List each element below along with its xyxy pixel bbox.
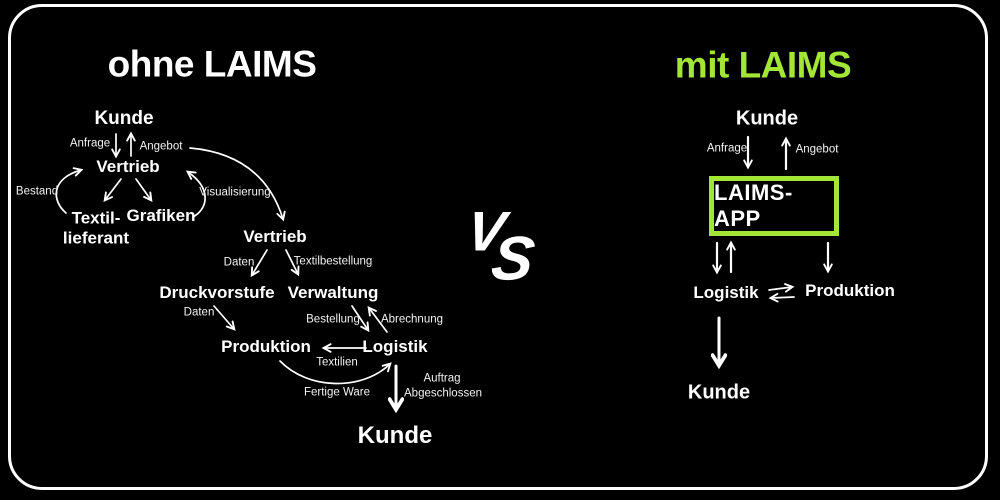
arrow-vertrieb2-to-druckvorstufe — [250, 249, 268, 278]
edge-label-textilien: Textilien — [316, 356, 358, 369]
edge-label-bestellung: Bestellung — [306, 313, 360, 326]
node-grafiken: Grafiken — [126, 206, 196, 226]
edge-label-bestand: Bestand — [15, 185, 59, 198]
laims-app-box: LAIMS-APP — [709, 176, 839, 236]
node-produktion-left: Produktion — [221, 337, 311, 357]
edge-label-auftrag-line1: Auftrag — [423, 372, 461, 385]
edge-label-anfrage-right: Anfrage — [706, 142, 748, 155]
edge-label-auftrag-line2: Abgeschlossen — [404, 387, 482, 400]
node-vertrieb-1: Vertrieb — [96, 157, 160, 177]
left-title: ohne LAIMS — [107, 43, 317, 85]
arrow-produktion-to-logistik-right — [768, 292, 795, 303]
arrow-angebot-to-vertrieb2 — [189, 147, 286, 222]
edge-label-textilbestellung: Textilbestellung — [293, 255, 373, 268]
arrow-fertige-ware-arc — [279, 360, 392, 385]
node-textillieferant-line1: Textil- — [71, 208, 121, 228]
edge-label-anfrage-left: Anfrage — [69, 137, 111, 150]
laims-app-label: LAIMS-APP — [714, 180, 793, 231]
node-kunde-bottom-right: Kunde — [687, 381, 751, 404]
rounded-frame-border — [8, 4, 988, 490]
edge-label-daten-2: Daten — [183, 306, 215, 319]
node-verwaltung: Verwaltung — [287, 283, 379, 303]
node-druckvorstufe: Druckvorstufe — [159, 283, 275, 303]
node-kunde-top-left: Kunde — [94, 108, 154, 130]
arrow-bestand-arc — [55, 167, 84, 214]
node-logistik-left: Logistik — [362, 337, 428, 357]
arrow-visualisierung-arc — [185, 170, 206, 218]
right-title: mit LAIMS — [674, 44, 852, 86]
arrow-logistik-to-produktion-right — [768, 283, 795, 293]
arrow-druckvorstufe-to-produktion — [213, 305, 236, 331]
node-textillieferant: Textil- lieferant — [63, 208, 129, 247]
arrow-vertrieb2-to-verwaltung — [285, 249, 300, 277]
edge-label-angebot-right: Angebot — [795, 143, 839, 156]
edge-label-angebot-left: Angebot — [139, 140, 183, 153]
node-kunde-bottom-left: Kunde — [357, 422, 433, 450]
edge-label-abrechnung: Abrechnung — [380, 313, 444, 326]
edge-label-daten-1: Daten — [223, 256, 255, 269]
edge-label-visualisierung: Visualisierung — [199, 186, 271, 199]
arrow-abrechnung — [367, 305, 388, 333]
node-produktion-right: Produktion — [805, 281, 895, 301]
arrow-vertrieb-to-grafiken — [135, 178, 153, 203]
node-vertrieb-2: Vertrieb — [243, 227, 307, 247]
node-textillieferant-line2: lieferant — [62, 228, 130, 247]
edge-label-fertige-ware: Fertige Ware — [303, 386, 371, 399]
node-logistik-right: Logistik — [693, 283, 759, 303]
arrow-vertrieb-to-textil — [103, 178, 122, 203]
node-kunde-top-right: Kunde — [735, 107, 799, 130]
arrow-bestellung — [351, 305, 370, 333]
